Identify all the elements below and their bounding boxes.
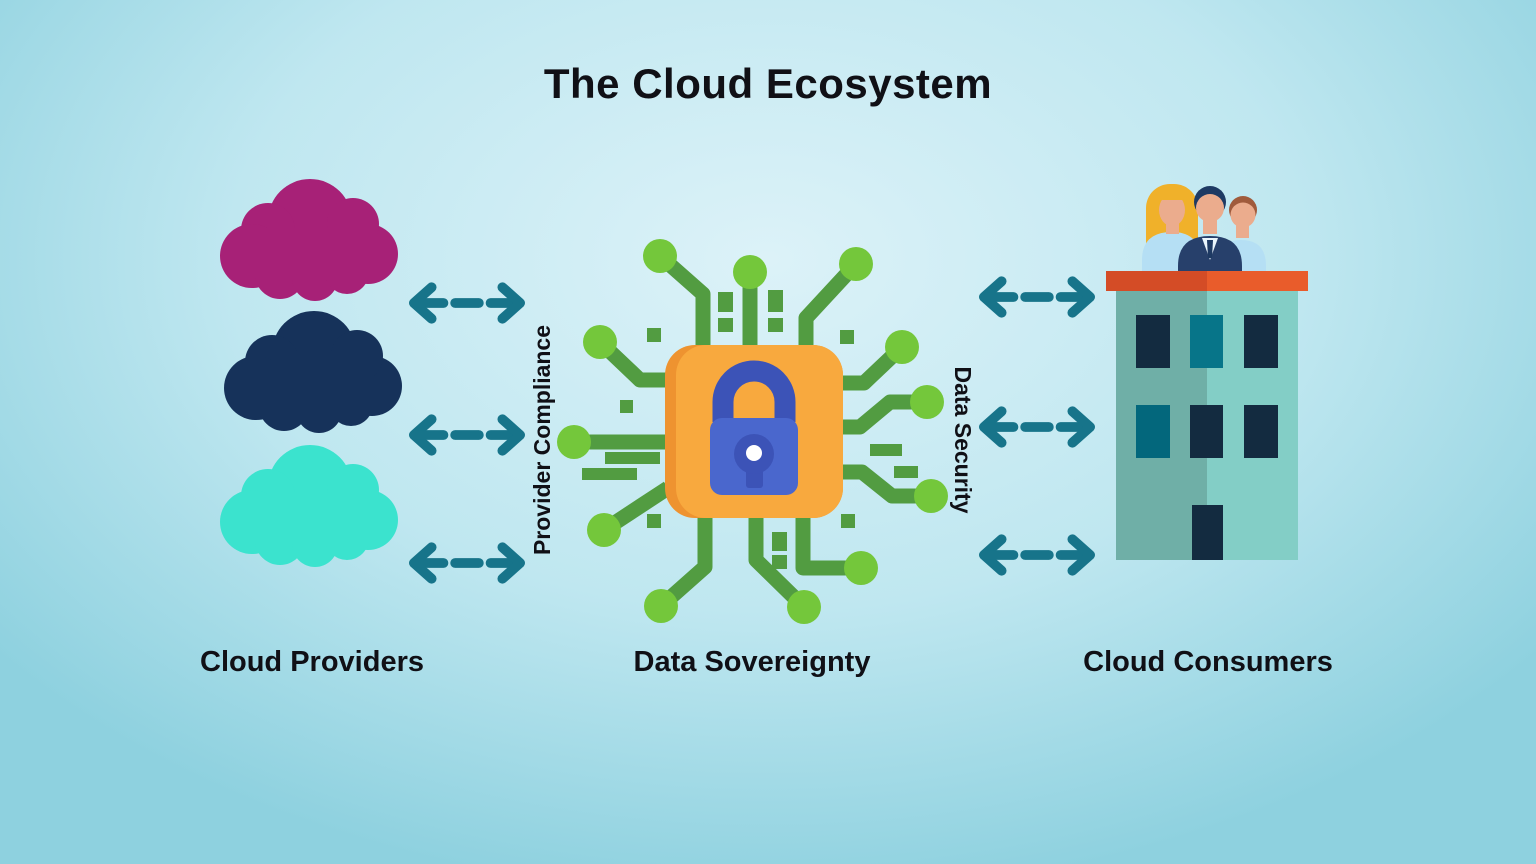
data-sovereignty-label: Data Sovereignty: [633, 646, 871, 678]
three-clouds-icon: [220, 179, 402, 567]
padlock-icon: [710, 360, 798, 495]
office-building-with-people-icon: [1106, 184, 1308, 560]
building-windows: [1136, 315, 1278, 458]
double-arrow-icon: [414, 547, 520, 578]
double-arrow-icon: [984, 411, 1090, 442]
provider-compliance-arrows: [414, 287, 520, 578]
person-man-suit-icon: [1178, 186, 1242, 272]
circuit-chip-padlock-icon: [557, 239, 948, 624]
data-security-label: Data Security: [950, 366, 976, 514]
padlock-shackle: [712, 360, 796, 422]
cloud-magenta-icon: [220, 179, 398, 301]
roof-left: [1106, 271, 1207, 291]
double-arrow-icon: [414, 419, 520, 450]
double-arrow-icon: [984, 539, 1090, 570]
circuit-bits: [582, 290, 918, 569]
cloud-navy-icon: [224, 311, 402, 433]
provider-compliance-label: Provider Compliance: [529, 324, 555, 556]
data-security-arrows: [984, 281, 1090, 570]
circuit-nodes: [557, 239, 948, 624]
cloud-consumers-label: Cloud Consumers: [1083, 646, 1333, 678]
page-title: The Cloud Ecosystem: [543, 60, 993, 107]
double-arrow-icon: [414, 287, 520, 318]
keyhole-dot: [746, 445, 762, 461]
building-door: [1192, 505, 1223, 560]
circuit-traces: [574, 250, 931, 613]
double-arrow-icon: [984, 281, 1090, 312]
cloud-providers-label: Cloud Providers: [200, 646, 424, 678]
cloud-turquoise-icon: [220, 445, 398, 567]
roof-right: [1207, 271, 1308, 291]
